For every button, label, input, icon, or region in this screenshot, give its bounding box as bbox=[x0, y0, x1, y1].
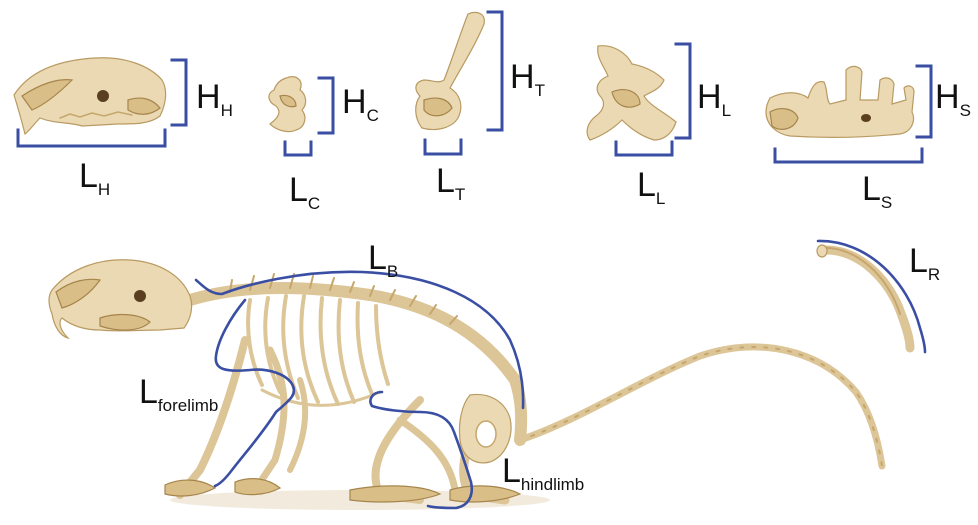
cervical-vertebra-bone bbox=[269, 77, 306, 132]
skull-height-bracket bbox=[172, 60, 186, 125]
skull-height-label: HH bbox=[196, 78, 233, 120]
cervical-length-bracket bbox=[285, 142, 311, 155]
thoracic-height-label: HT bbox=[510, 58, 545, 100]
skull-bone bbox=[14, 58, 166, 134]
lumbar-height-bracket bbox=[676, 44, 690, 138]
sacrum-length-bracket bbox=[775, 149, 922, 162]
sacrum-height-label: HS bbox=[935, 78, 971, 120]
lumbar-length-bracket bbox=[616, 142, 672, 155]
lumbar-vertebra-bone bbox=[587, 46, 676, 140]
thoracic-height-bracket bbox=[488, 12, 502, 130]
lumbar-height-label: HL bbox=[697, 78, 731, 120]
lumbar-length-label: LL bbox=[637, 166, 665, 208]
cervical-height-bracket bbox=[319, 78, 333, 133]
cervical-height-label: HC bbox=[342, 83, 379, 125]
sacrum-height-bracket bbox=[917, 66, 931, 137]
sacrum-bone bbox=[766, 66, 914, 137]
skull-length-label: LH bbox=[79, 157, 110, 199]
thoracic-length-label: LT bbox=[436, 162, 465, 204]
body-length-label: LB bbox=[368, 239, 398, 281]
rib-length-label: LR bbox=[909, 242, 940, 284]
thoracic-vertebra-bone bbox=[416, 12, 485, 129]
forelimb-length-label: Lforelimb bbox=[139, 373, 218, 415]
skull-length-bracket bbox=[18, 130, 165, 146]
sacrum-length-label: LS bbox=[862, 170, 892, 212]
thoracic-length-bracket bbox=[425, 140, 461, 154]
rib-bone bbox=[817, 245, 910, 348]
cervical-length-label: LC bbox=[289, 171, 320, 213]
hindlimb-length-label: Lhindlimb bbox=[502, 452, 584, 494]
